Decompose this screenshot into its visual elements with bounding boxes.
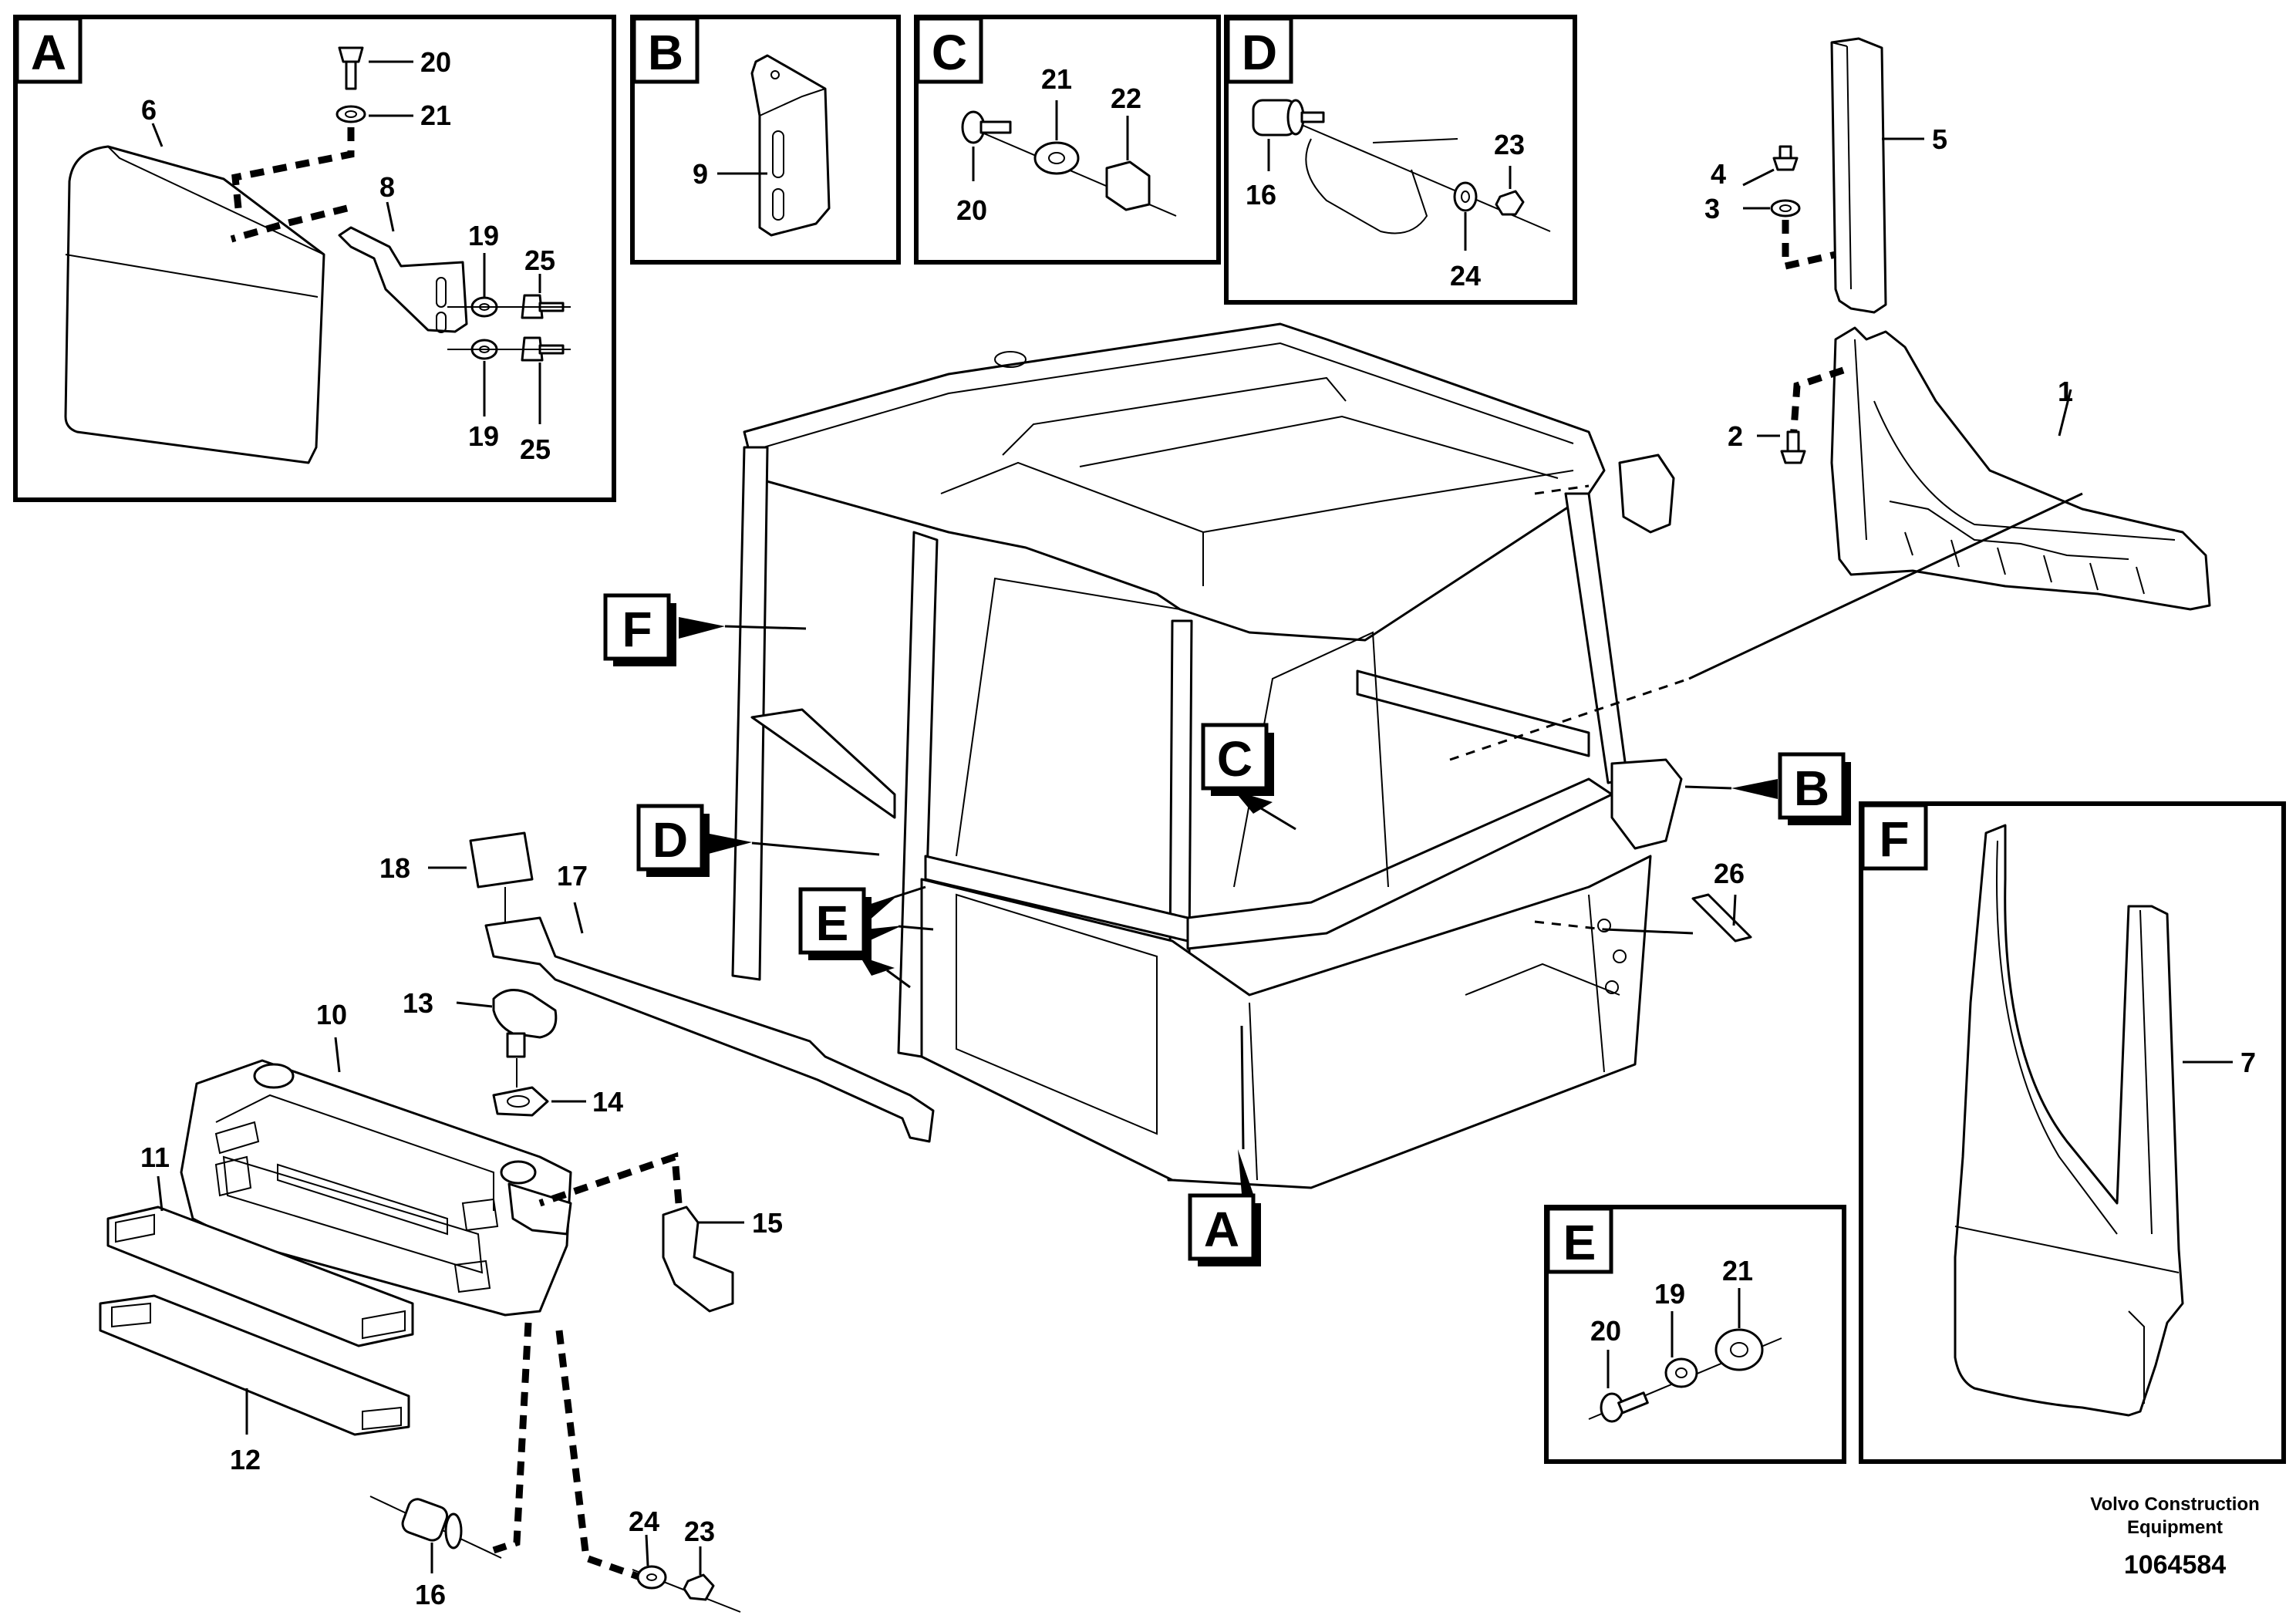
part-number-10: 10 bbox=[316, 999, 347, 1030]
part-number-17: 17 bbox=[557, 860, 588, 892]
part-number-23-main: 23 bbox=[684, 1516, 715, 1547]
part-number-19-e: 19 bbox=[1654, 1278, 1685, 1310]
cover-assembly-1-5: 5 1 4 3 2 bbox=[1704, 37, 2211, 611]
part-number-9: 9 bbox=[693, 158, 708, 190]
part-number-21-a: 21 bbox=[420, 99, 451, 131]
part-number-25-a2: 25 bbox=[520, 433, 551, 465]
part-number-25-a1: 25 bbox=[524, 244, 555, 276]
detail-box-b: B 9 bbox=[630, 15, 901, 265]
part-number-16-d: 16 bbox=[1246, 179, 1276, 211]
part-number-16-main: 16 bbox=[415, 1579, 446, 1610]
part-number-19-a1: 19 bbox=[468, 220, 499, 251]
detail-box-c: C 20 21 22 bbox=[914, 15, 1221, 265]
part-number-20-a: 20 bbox=[420, 46, 451, 78]
callout-label-f: F bbox=[622, 602, 652, 657]
callout-e: E bbox=[798, 885, 934, 989]
detail-box-f: F 7 bbox=[1859, 801, 2286, 1464]
cab-frame bbox=[731, 322, 2083, 1189]
part-number-19-a2: 19 bbox=[468, 420, 499, 452]
part-number-21-e: 21 bbox=[1722, 1255, 1753, 1286]
part-number-7: 7 bbox=[2240, 1047, 2256, 1078]
callout-label-b: B bbox=[1794, 760, 1829, 816]
part-number-23-d: 23 bbox=[1494, 129, 1525, 160]
side-panel-6 bbox=[64, 145, 325, 464]
callout-c: C bbox=[1201, 723, 1296, 831]
part-number-13: 13 bbox=[403, 987, 433, 1019]
part-number-3: 3 bbox=[1704, 193, 1720, 224]
grille-10 bbox=[180, 1059, 572, 1317]
callout-d: D bbox=[636, 804, 880, 877]
detail-label-d: D bbox=[1242, 25, 1277, 80]
strip-17 bbox=[484, 916, 935, 1143]
mesh-12 bbox=[99, 1294, 410, 1436]
part-number-11: 11 bbox=[140, 1141, 170, 1173]
part-number-24-main: 24 bbox=[629, 1506, 659, 1537]
clip-nut-22 bbox=[1105, 160, 1151, 211]
detail-label-e: E bbox=[1563, 1215, 1596, 1270]
mesh-11 bbox=[106, 1206, 414, 1347]
brand-line-1: Volvo Construction bbox=[2090, 1494, 2260, 1515]
part-number-8: 8 bbox=[379, 171, 395, 203]
detail-box-a: A 20 21 6 bbox=[13, 15, 616, 502]
part-number-15: 15 bbox=[752, 1207, 783, 1239]
part-number-5: 5 bbox=[1932, 123, 1947, 155]
grille-assembly: 18 17 13 14 10 11 bbox=[99, 831, 935, 1613]
footer: Volvo Construction Equipment 1064584 bbox=[2090, 1494, 2260, 1580]
part-number-12: 12 bbox=[230, 1444, 261, 1475]
detail-label-f: F bbox=[1879, 811, 1909, 867]
pillar-cover-5 bbox=[1830, 37, 1887, 314]
bracket-15 bbox=[662, 1206, 734, 1313]
cover-1 bbox=[1830, 326, 2211, 611]
callout-f: F bbox=[603, 593, 807, 666]
callout-a: A bbox=[1188, 1025, 1261, 1266]
filler-cap-13 bbox=[492, 989, 558, 1039]
pillar-panel-7 bbox=[1954, 824, 2184, 1417]
pad-26 bbox=[1691, 893, 1752, 943]
part-number-14: 14 bbox=[592, 1086, 623, 1118]
mounting-bracket-9 bbox=[750, 54, 831, 237]
part-number-26: 26 bbox=[1714, 858, 1745, 889]
detail-box-d: D 16 24 23 bbox=[1224, 15, 1577, 305]
part-number-24-d: 24 bbox=[1450, 260, 1481, 292]
bracket-8 bbox=[338, 226, 468, 333]
detail-label-a: A bbox=[31, 25, 66, 80]
part-number-21-c: 21 bbox=[1041, 63, 1072, 95]
part-number-22: 22 bbox=[1111, 83, 1141, 114]
pad-18 bbox=[469, 831, 534, 889]
pad-26-group: 26 bbox=[1691, 858, 1752, 943]
callout-label-a: A bbox=[1204, 1202, 1239, 1257]
brand-line-2: Equipment bbox=[2127, 1517, 2223, 1538]
detail-label-b: B bbox=[648, 25, 683, 80]
part-number-2: 2 bbox=[1728, 420, 1743, 452]
callout-b: B bbox=[1684, 752, 1851, 825]
callout-label-d: D bbox=[652, 812, 688, 868]
detail-label-c: C bbox=[932, 25, 967, 80]
part-number-1: 1 bbox=[2058, 376, 2073, 407]
callout-label-e: E bbox=[816, 895, 849, 951]
part-number-20-c: 20 bbox=[956, 194, 987, 226]
part-number-6: 6 bbox=[141, 94, 157, 126]
detail-box-e: E 20 19 21 bbox=[1544, 1205, 1846, 1464]
part-number-20-e: 20 bbox=[1590, 1315, 1621, 1347]
callout-label-c: C bbox=[1217, 731, 1253, 787]
part-number-18: 18 bbox=[379, 852, 410, 884]
part-number-4: 4 bbox=[1711, 158, 1726, 190]
seal-ring-14 bbox=[492, 1086, 549, 1117]
document-number: 1064584 bbox=[2124, 1550, 2226, 1580]
rubber-buffer-16-main bbox=[401, 1498, 449, 1542]
